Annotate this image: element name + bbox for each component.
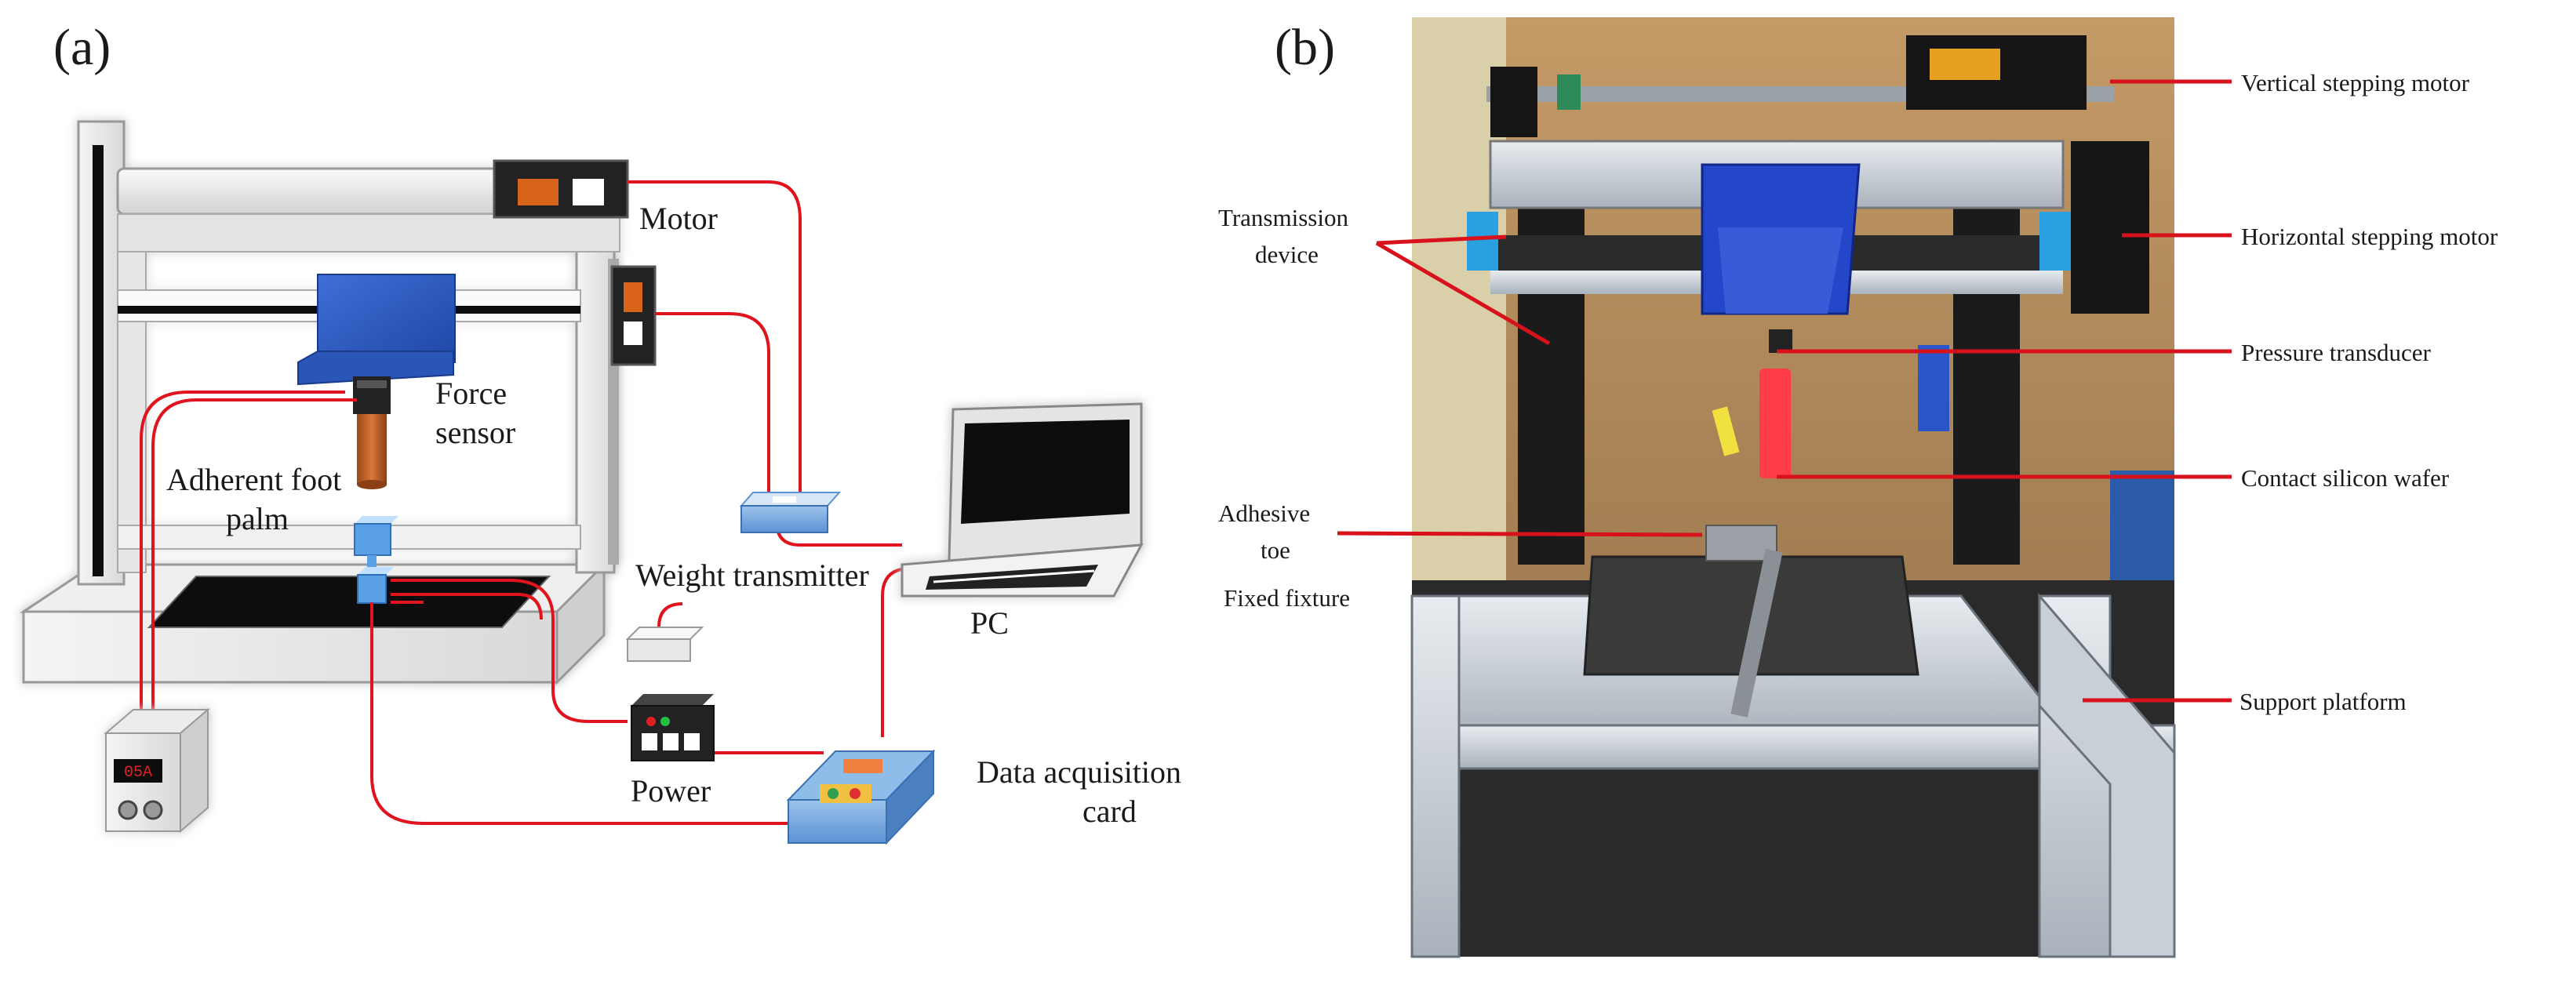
power-unit — [631, 694, 715, 761]
panel-a: (a) — [20, 19, 1181, 845]
label-daq-line1: Data acquisition — [977, 754, 1181, 790]
label-foot-palm-line1: Adherent foot — [166, 462, 341, 497]
label-contact-silicon-wafer: Contact silicon wafer — [2241, 464, 2450, 492]
label-power: Power — [631, 773, 711, 808]
power-display-readout: 05A — [124, 764, 152, 782]
amplifier-box — [625, 627, 704, 662]
panel-b: (b) — [1218, 17, 2498, 958]
label-daq-line2: card — [1082, 794, 1137, 829]
label-foot-palm-line2: palm — [226, 501, 289, 536]
motor-side — [610, 265, 657, 366]
daq-card — [786, 749, 936, 845]
label-pc: PC — [970, 605, 1009, 641]
label-force-sensor-line2: sensor — [435, 415, 515, 450]
label-adhesive-toe-line2: toe — [1261, 536, 1290, 564]
label-force-sensor-line1: Force — [435, 376, 507, 411]
leader-lines — [1337, 79, 2232, 703]
power-supply: 05A — [104, 707, 210, 834]
signal-wires — [140, 180, 918, 825]
panel-a-tag: (a) — [53, 19, 111, 76]
panel-b-tag: (b) — [1275, 19, 1335, 76]
specimen-cubes — [354, 516, 398, 604]
work-bed — [147, 576, 551, 628]
weight-transmitter-box — [739, 492, 842, 533]
label-motor: Motor — [639, 201, 718, 236]
label-weight-transmitter: Weight transmitter — [635, 558, 869, 593]
label-support-platform: Support platform — [2239, 688, 2407, 715]
label-transmission-line1: Transmission — [1218, 204, 1348, 231]
label-horizontal-stepping-motor: Horizontal stepping motor — [2241, 223, 2498, 250]
test-rig-photo — [1410, 17, 2176, 958]
label-pressure-transducer: Pressure transducer — [2241, 339, 2432, 366]
motor-top — [493, 159, 629, 219]
foot-palm-rod — [357, 414, 387, 485]
label-adhesive-toe-line1: Adhesive — [1218, 500, 1310, 527]
pc-laptop — [901, 402, 1144, 598]
label-vertical-stepping-motor: Vertical stepping motor — [2241, 69, 2470, 96]
label-fixed-fixture: Fixed fixture — [1224, 584, 1350, 612]
force-sensor-carriage — [297, 274, 456, 414]
label-transmission-line2: device — [1255, 241, 1319, 268]
